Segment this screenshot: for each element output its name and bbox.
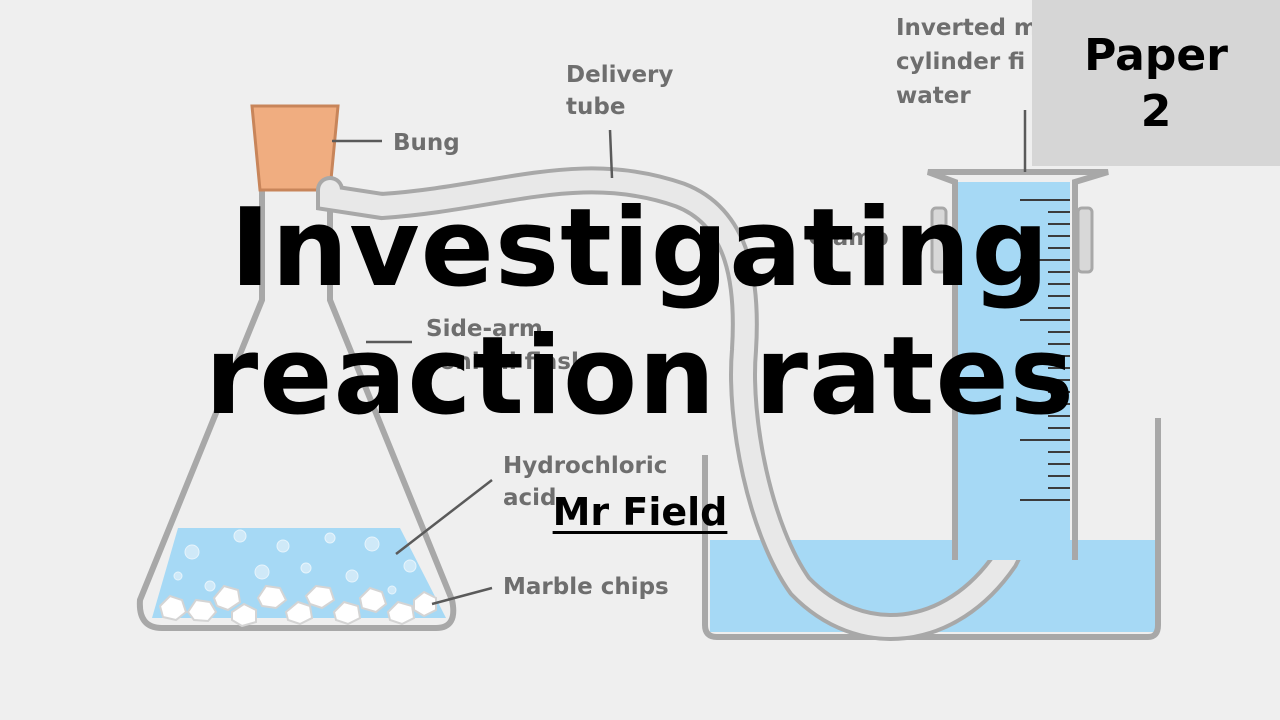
author-text: Mr Field bbox=[552, 490, 728, 534]
clamp-left bbox=[930, 206, 948, 274]
marble-chips bbox=[158, 584, 437, 628]
page-title: Investigating reaction rates bbox=[0, 185, 1280, 441]
paper-badge-line-1: Paper bbox=[1084, 30, 1228, 81]
clamp-right bbox=[1076, 206, 1094, 274]
paper-badge-line-2: 2 bbox=[1140, 86, 1172, 137]
label-bung: Bung bbox=[393, 130, 460, 156]
title-line-1: Investigating bbox=[230, 186, 1050, 311]
measuring-cylinder-outline bbox=[926, 169, 1109, 560]
label-marble-chips: Marble chips bbox=[503, 574, 669, 600]
leader-lines bbox=[332, 110, 1027, 606]
label-flask-1: Side-arm bbox=[426, 316, 543, 342]
delivery-tube-inner bbox=[320, 170, 1035, 637]
label-cylinder-2: cylinder fi bbox=[896, 49, 1025, 75]
label-clamp: Clamp bbox=[808, 225, 889, 251]
paper-badge: Paper 2 bbox=[1032, 0, 1280, 166]
title-line-2: reaction rates bbox=[204, 314, 1076, 439]
label-cylinder-3: water bbox=[896, 83, 971, 109]
cylinder-graduations bbox=[1020, 199, 1070, 501]
cylinder-water bbox=[958, 182, 1070, 560]
label-delivery-tube-2: tube bbox=[566, 94, 625, 120]
label-acid-2: acid bbox=[503, 485, 557, 511]
author-name: Mr Field bbox=[0, 490, 1280, 534]
label-cylinder-1: Inverted m bbox=[896, 15, 1038, 41]
label-flask-2: conical flask bbox=[426, 349, 587, 375]
label-acid-1: Hydrochloric bbox=[503, 453, 667, 479]
conical-flask-outline bbox=[136, 185, 457, 631]
label-delivery-tube-1: Delivery bbox=[566, 62, 673, 88]
gas-bubbles bbox=[173, 529, 417, 595]
trough-outline bbox=[702, 418, 1161, 640]
